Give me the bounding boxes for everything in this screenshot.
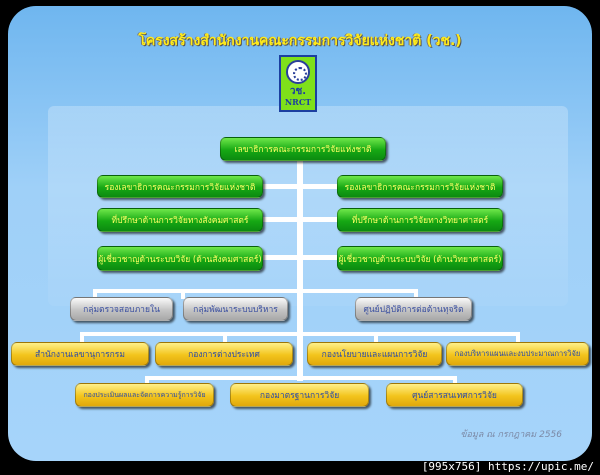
connector [145, 376, 149, 384]
building-background-image [48, 106, 568, 306]
connector [374, 332, 378, 342]
nrct-logo: วช. NRCT [279, 55, 317, 112]
connector [145, 376, 457, 380]
connector [262, 184, 338, 189]
connector-main [297, 156, 303, 381]
division-box[interactable]: กองมาตรฐานการวิจัย [230, 383, 369, 407]
connector [223, 332, 227, 342]
connector [453, 376, 457, 384]
connector [80, 332, 84, 342]
logo-abbr-en: NRCT [284, 97, 312, 107]
division-box[interactable]: กองประเมินผลและจัดการความรู้การวิจัย [75, 383, 214, 407]
watermark: [995x756] https://upic.me/ [421, 460, 594, 473]
connector [262, 255, 338, 260]
anti-corruption-center-box[interactable]: ศูนย์ปฏิบัติการต่อต้านทุจริต [355, 297, 472, 321]
connector [93, 289, 97, 299]
division-box[interactable]: ศูนย์สารสนเทศการวิจัย [386, 383, 523, 407]
deputy-box-left[interactable]: รองเลขาธิการคณะกรรมการวิจัยแห่งชาติ [97, 175, 263, 198]
deputy-box-right[interactable]: รองเลขาธิการคณะกรรมการวิจัยแห่งชาติ [337, 175, 503, 198]
division-box[interactable]: กองบริหารแผนและงบประมาณการวิจัย [446, 342, 589, 366]
connector [262, 217, 338, 222]
data-date-note: ข้อมูล ณ กรกฎาคม 2556 [460, 430, 562, 440]
chart-title: โครงสร้างสำนักงานคณะกรรมการวิจัยแห่งชาติ… [138, 33, 462, 49]
admin-development-group-box[interactable]: กลุ่มพัฒนาระบบบริหาร [183, 297, 288, 321]
division-box[interactable]: กองนโยบายและแผนการวิจัย [307, 342, 442, 366]
connector [80, 332, 520, 336]
connector [93, 289, 418, 293]
advisor-social-box[interactable]: ที่ปรึกษาด้านการวิจัยทางสังคมศาสตร์ [97, 208, 263, 232]
internal-audit-group-box[interactable]: กลุ่มตรวจสอบภายใน [70, 297, 173, 321]
secretary-general-box[interactable]: เลขาธิการคณะกรรมการวิจัยแห่งชาติ [220, 137, 386, 161]
logo-abbr-th: วช. [289, 86, 307, 97]
org-chart-panel: โครงสร้างสำนักงานคณะกรรมการวิจัยแห่งชาติ… [8, 6, 592, 461]
seal-icon [286, 60, 310, 84]
expert-social-box[interactable]: ผู้เชี่ยวชาญด้านระบบวิจัย (ด้านสังคมศาสต… [97, 246, 263, 271]
connector [516, 332, 520, 342]
connector [181, 289, 185, 299]
advisor-science-box[interactable]: ที่ปรึกษาด้านการวิจัยทางวิทยาศาสตร์ [337, 208, 503, 232]
division-box[interactable]: กองการต่างประเทศ [155, 342, 293, 366]
expert-science-box[interactable]: ผู้เชี่ยวชาญด้านระบบวิจัย (ด้านวิทยาศาสต… [337, 246, 503, 271]
connector [414, 289, 418, 299]
division-box[interactable]: สำนักงานเลขานุการกรม [11, 342, 149, 366]
